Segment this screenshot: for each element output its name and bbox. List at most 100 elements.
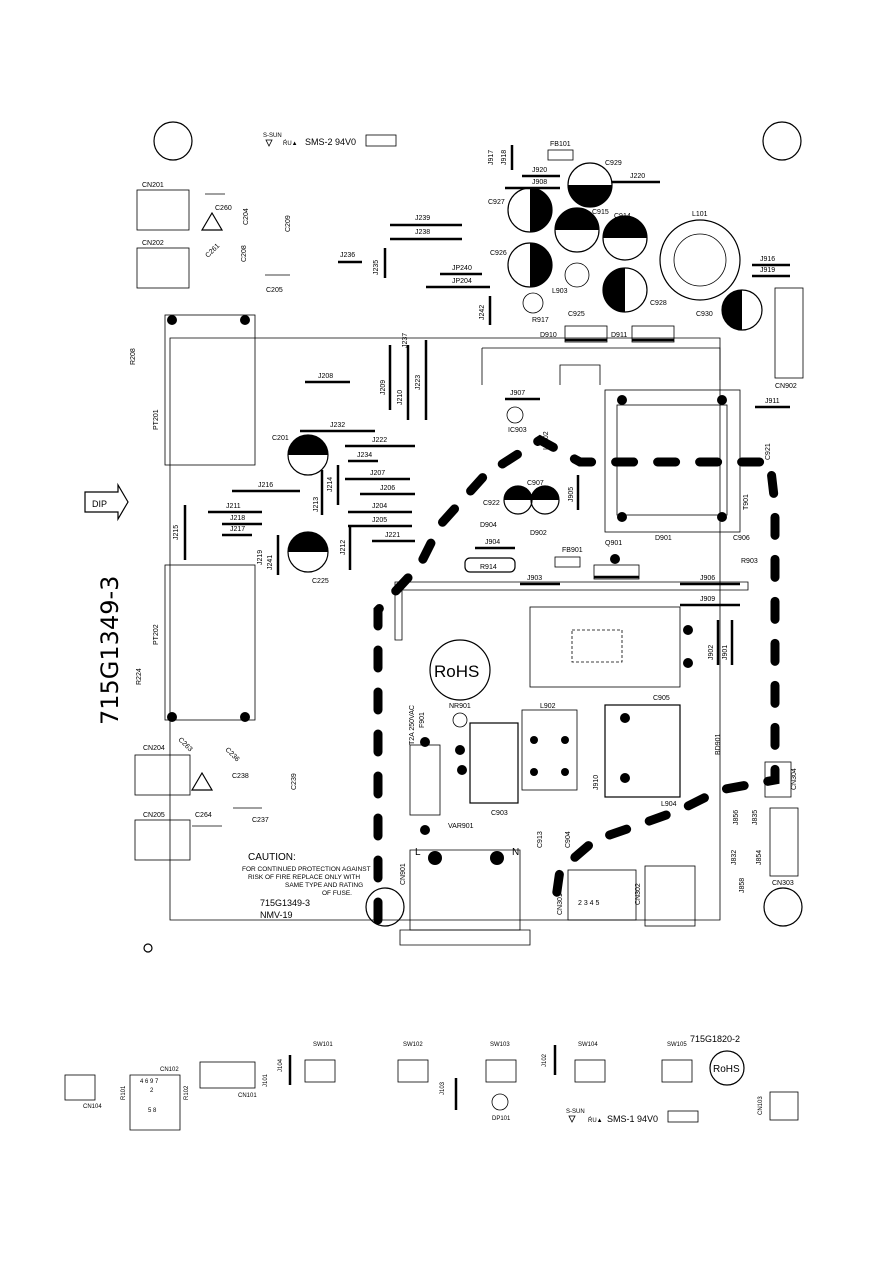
d910: [564, 325, 608, 343]
svg-text:C205: C205: [266, 287, 283, 294]
svg-text:J208: J208: [318, 373, 333, 380]
svg-text:SW104: SW104: [578, 1042, 598, 1048]
svg-text:C903: C903: [491, 810, 508, 817]
svg-text:R101: R101: [121, 1085, 127, 1100]
mounting-hole: [153, 121, 193, 161]
svg-text:SAME TYPE AND RATING: SAME TYPE AND RATING: [285, 882, 363, 889]
svg-text:J916: J916: [760, 256, 775, 263]
svg-text:L902: L902: [540, 703, 556, 710]
svg-text:CN901: CN901: [400, 863, 407, 885]
hazard-icon: [200, 211, 224, 231]
key-flammability-rating: SMS-1 94V0: [607, 1114, 658, 1124]
svg-text:RoHS: RoHS: [713, 1064, 740, 1075]
svg-text:5 8: 5 8: [148, 1108, 157, 1114]
svg-text:C922: C922: [483, 500, 500, 507]
l902: [521, 709, 578, 791]
svg-text:J910: J910: [593, 775, 600, 790]
r914: [464, 557, 516, 573]
svg-text:R208: R208: [130, 348, 137, 365]
svg-text:J104: J104: [278, 1058, 284, 1072]
svg-text:J237: J237: [402, 333, 409, 348]
svg-text:CN302: CN302: [635, 883, 642, 905]
svg-text:J216: J216: [258, 482, 273, 489]
svg-text:J920: J920: [532, 167, 547, 174]
svg-text:J909: J909: [700, 596, 715, 603]
svg-text:J832: J832: [731, 850, 738, 865]
cn202: [136, 247, 190, 289]
heatsink: [529, 606, 681, 688]
neutral-label: N: [512, 847, 519, 858]
cn303: [769, 807, 799, 877]
svg-text:J210: J210: [397, 390, 404, 405]
svg-text:J207: J207: [370, 470, 385, 477]
hazard-icon: [190, 771, 214, 791]
svg-text:J103: J103: [440, 1081, 446, 1095]
svg-text:FB101: FB101: [550, 141, 571, 148]
svg-text:C237: C237: [252, 817, 269, 824]
side-part-number: 715G1349-3: [96, 576, 124, 725]
svg-text:OF FUSE.: OF FUSE.: [322, 890, 352, 897]
svg-text:J232: J232: [330, 422, 345, 429]
svg-text:F901: F901: [419, 712, 426, 728]
pin-pad: [240, 315, 250, 325]
svg-text:J241: J241: [267, 555, 274, 570]
svg-text:CN303: CN303: [772, 880, 794, 887]
svg-text:J242: J242: [479, 305, 486, 320]
svg-text:J911: J911: [765, 398, 780, 405]
svg-text:J206: J206: [380, 485, 395, 492]
svg-text:C905: C905: [653, 695, 670, 702]
svg-text:J238: J238: [415, 229, 430, 236]
cn205: [134, 819, 191, 861]
svg-text:L101: L101: [692, 211, 708, 218]
svg-text:C913: C913: [537, 831, 544, 848]
svg-text:J906: J906: [700, 575, 715, 582]
svg-text:J204: J204: [372, 503, 387, 510]
svg-text:C201: C201: [272, 435, 289, 442]
svg-text:C914: C914: [614, 213, 631, 220]
svg-text:R102: R102: [184, 1085, 190, 1100]
svg-text:C925: C925: [568, 311, 585, 318]
mounting-hole: [365, 887, 405, 927]
svg-text:CN102: CN102: [160, 1067, 179, 1073]
mounting-hole: [763, 887, 803, 927]
svg-text:PT202: PT202: [153, 624, 160, 645]
svg-text:J234: J234: [357, 452, 372, 459]
svg-text:J907: J907: [510, 390, 525, 397]
l903: [564, 262, 590, 288]
svg-text:SW103: SW103: [490, 1042, 510, 1048]
dip-label: DIP: [92, 499, 107, 509]
c903: [469, 722, 519, 804]
svg-text:2: 2: [150, 1088, 154, 1094]
svg-text:CN204: CN204: [143, 745, 165, 752]
svg-text:D904: D904: [480, 522, 497, 529]
date-code-box: [365, 134, 397, 147]
svg-text:C260: C260: [215, 205, 232, 212]
svg-text:DP101: DP101: [492, 1116, 511, 1122]
l101: [659, 219, 741, 301]
svg-text:T2A 250VAC: T2A 250VAC: [409, 705, 416, 745]
board-part-number: 715G1349-3: [260, 898, 310, 908]
svg-text:J858: J858: [739, 878, 746, 893]
cn201: [136, 189, 190, 231]
svg-text:J212: J212: [340, 540, 347, 555]
svg-text:J217: J217: [230, 526, 245, 533]
svg-text:CN902: CN902: [775, 383, 797, 390]
svg-text:J102: J102: [542, 1053, 548, 1067]
svg-text:CN301: CN301: [557, 893, 564, 915]
ic903: [506, 406, 524, 424]
svg-text:L903: L903: [552, 288, 568, 295]
svg-text:JP204: JP204: [452, 278, 472, 285]
pin-pad: [167, 712, 177, 722]
svg-text:C263: C263: [177, 736, 194, 753]
svg-text:C204: C204: [243, 208, 250, 225]
svg-text:C239: C239: [291, 773, 298, 790]
svg-text:C927: C927: [488, 199, 505, 206]
svg-text:J901: J901: [722, 645, 729, 660]
cn301: [567, 869, 637, 921]
sw105: [661, 1059, 693, 1083]
cn104: [64, 1074, 96, 1101]
svg-text:J222: J222: [372, 437, 387, 444]
svg-text:R903: R903: [741, 558, 758, 565]
svg-text:C904: C904: [565, 831, 572, 848]
fiducial: [143, 943, 153, 953]
